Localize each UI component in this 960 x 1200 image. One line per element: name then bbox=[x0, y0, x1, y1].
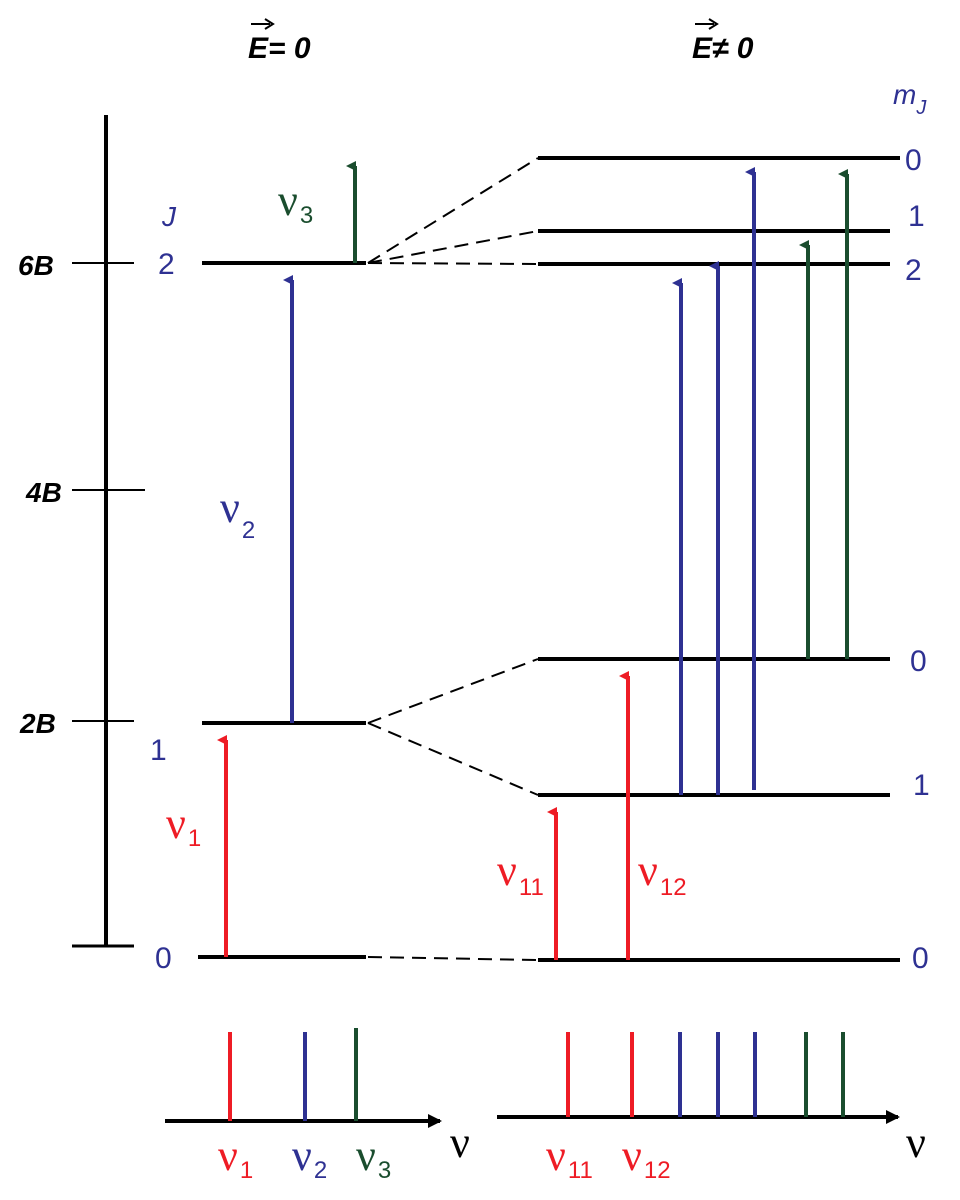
header-left: E= 0 bbox=[248, 18, 311, 65]
vector-arrow-left-icon bbox=[264, 18, 275, 30]
header-left-text: E= 0 bbox=[248, 32, 311, 65]
spectrum-label-nu12: ν12 bbox=[622, 1131, 671, 1184]
j-label-1: 1 bbox=[150, 734, 167, 767]
j-label-2: 2 bbox=[158, 248, 175, 281]
spectrum-stark-field: ν ν11 ν12 bbox=[497, 1032, 926, 1184]
spectrum-label-nu2: ν2 bbox=[292, 1131, 327, 1184]
connector-J1-m1 bbox=[367, 722, 539, 796]
spectrum-label-nu11: ν11 bbox=[546, 1131, 593, 1184]
tick-label-4B: 4B bbox=[25, 477, 62, 508]
j-labels: J 2 1 0 bbox=[150, 201, 177, 975]
spectrum-label-nu1: ν1 bbox=[218, 1131, 253, 1184]
mj-label-J2-m2: 2 bbox=[905, 254, 922, 287]
connector-J2-m2 bbox=[367, 262, 539, 265]
levels-stark-field bbox=[538, 156, 900, 962]
transition-arrows bbox=[217, 161, 849, 960]
label-nu3: ν3 bbox=[278, 176, 313, 229]
label-nu11: ν11 bbox=[497, 846, 544, 901]
tick-label-6B: 6B bbox=[18, 250, 54, 281]
connector-J0-m0 bbox=[367, 956, 539, 961]
spectrum-left-axis-label: ν bbox=[450, 1118, 470, 1167]
mj-label-J1-m0: 0 bbox=[910, 645, 927, 678]
energy-axis: 6B 4B 2B bbox=[18, 115, 145, 948]
transition-labels: ν1 ν2 ν3 ν11 ν12 bbox=[166, 176, 687, 901]
mj-title: mJ bbox=[893, 79, 927, 119]
header-right-text: E≠ 0 bbox=[692, 32, 754, 65]
connector-J2-m1 bbox=[367, 230, 539, 264]
j-title: J bbox=[161, 201, 177, 232]
j-label-0: 0 bbox=[155, 942, 172, 975]
mj-label-J2-m0: 0 bbox=[905, 144, 922, 177]
vector-arrow-right-icon bbox=[708, 18, 719, 30]
mj-labels: mJ 0 1 2 0 1 0 bbox=[893, 79, 930, 975]
label-nu1: ν1 bbox=[166, 799, 201, 852]
tick-label-2B: 2B bbox=[19, 708, 56, 739]
connector-J2-m0 bbox=[367, 157, 539, 264]
label-nu12: ν12 bbox=[638, 846, 687, 901]
label-nu2: ν2 bbox=[220, 483, 255, 544]
levels-zero-field bbox=[198, 261, 366, 959]
spectrum-right-axis-label: ν bbox=[906, 1118, 926, 1167]
connector-J1-m0 bbox=[367, 658, 539, 724]
header-right: E≠ 0 bbox=[692, 18, 754, 65]
mj-label-J2-m1: 1 bbox=[908, 200, 925, 233]
stark-connectors bbox=[367, 157, 539, 961]
spectrum-label-nu3: ν3 bbox=[356, 1131, 391, 1184]
spectrum-zero-field: ν ν1 ν2 ν3 bbox=[165, 1028, 470, 1184]
mj-label-J0-m0: 0 bbox=[912, 942, 929, 975]
mj-label-J1-m1: 1 bbox=[913, 769, 930, 802]
